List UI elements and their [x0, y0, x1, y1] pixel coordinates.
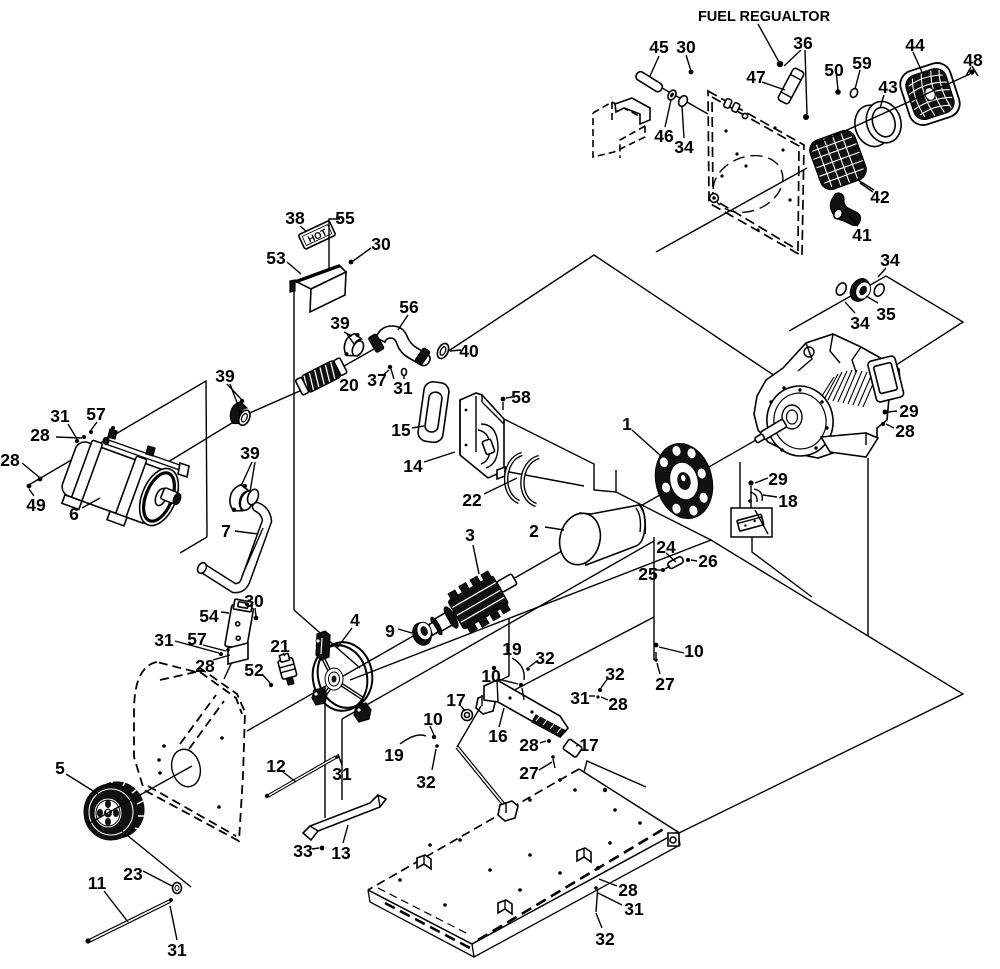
svg-text:17: 17 [579, 735, 598, 755]
svg-text:17: 17 [446, 690, 465, 710]
svg-text:59: 59 [852, 53, 872, 73]
svg-text:52: 52 [244, 660, 264, 680]
svg-text:28: 28 [519, 735, 539, 755]
svg-text:19: 19 [502, 639, 522, 659]
svg-text:22: 22 [462, 490, 482, 510]
svg-text:28: 28 [618, 880, 638, 900]
svg-text:37: 37 [367, 370, 386, 390]
svg-text:33: 33 [293, 841, 313, 861]
svg-text:32: 32 [416, 772, 436, 792]
svg-text:28: 28 [608, 694, 628, 714]
svg-text:31: 31 [154, 630, 174, 650]
svg-text:28: 28 [195, 656, 215, 676]
svg-text:15: 15 [391, 420, 411, 440]
svg-text:39: 39 [240, 443, 260, 463]
svg-text:23: 23 [123, 864, 143, 884]
svg-text:FUEL REGUALTOR: FUEL REGUALTOR [698, 9, 831, 25]
svg-text:43: 43 [878, 77, 898, 97]
svg-text:44: 44 [905, 35, 925, 55]
svg-text:28: 28 [0, 450, 20, 470]
svg-text:4: 4 [350, 610, 360, 630]
svg-text:58: 58 [511, 387, 531, 407]
svg-text:28: 28 [895, 421, 915, 441]
svg-text:42: 42 [870, 187, 890, 207]
svg-text:38: 38 [285, 208, 305, 228]
svg-text:45: 45 [649, 37, 669, 57]
svg-text:13: 13 [331, 843, 351, 863]
svg-text:27: 27 [519, 763, 538, 783]
svg-text:28: 28 [30, 425, 50, 445]
svg-text:57: 57 [86, 404, 105, 424]
svg-text:47: 47 [746, 67, 765, 87]
svg-text:56: 56 [399, 297, 419, 317]
svg-text:50: 50 [824, 60, 844, 80]
svg-text:30: 30 [676, 37, 696, 57]
svg-text:18: 18 [778, 491, 798, 511]
svg-text:31: 31 [167, 940, 187, 960]
svg-text:11: 11 [88, 873, 107, 893]
svg-text:24: 24 [656, 537, 676, 557]
svg-text:35: 35 [876, 304, 896, 324]
svg-text:46: 46 [654, 126, 674, 146]
svg-text:21: 21 [270, 636, 290, 656]
svg-text:40: 40 [459, 341, 479, 361]
svg-text:30: 30 [371, 234, 391, 254]
svg-text:10: 10 [423, 709, 443, 729]
svg-text:19: 19 [384, 745, 404, 765]
svg-text:49: 49 [26, 495, 46, 515]
svg-text:30: 30 [244, 591, 264, 611]
svg-text:25: 25 [638, 564, 658, 584]
svg-text:39: 39 [330, 313, 350, 333]
svg-text:2: 2 [529, 521, 539, 541]
svg-text:31: 31 [50, 406, 70, 426]
svg-text:20: 20 [339, 375, 359, 395]
svg-text:48: 48 [963, 50, 983, 70]
svg-text:39: 39 [215, 366, 235, 386]
svg-text:57: 57 [187, 629, 206, 649]
svg-text:27: 27 [655, 674, 674, 694]
svg-text:55: 55 [335, 208, 355, 228]
svg-text:32: 32 [595, 929, 615, 949]
svg-text:53: 53 [266, 248, 286, 268]
svg-text:26: 26 [698, 551, 718, 571]
svg-text:12: 12 [266, 756, 286, 776]
svg-text:29: 29 [768, 469, 788, 489]
svg-text:34: 34 [850, 313, 870, 333]
svg-text:7: 7 [221, 521, 231, 541]
svg-text:29: 29 [899, 401, 919, 421]
svg-text:10: 10 [481, 666, 501, 686]
svg-text:31: 31 [570, 688, 590, 708]
svg-text:3: 3 [465, 525, 475, 545]
svg-text:5: 5 [55, 758, 65, 778]
svg-text:14: 14 [403, 456, 423, 476]
svg-text:6: 6 [69, 504, 79, 524]
svg-text:16: 16 [488, 726, 508, 746]
svg-text:36: 36 [793, 33, 813, 53]
svg-text:31: 31 [393, 378, 413, 398]
svg-text:10: 10 [684, 641, 704, 661]
svg-text:32: 32 [605, 664, 625, 684]
svg-text:34: 34 [880, 250, 900, 270]
svg-text:32: 32 [535, 648, 555, 668]
svg-text:34: 34 [674, 137, 694, 157]
svg-text:9: 9 [385, 621, 395, 641]
svg-text:31: 31 [332, 764, 352, 784]
svg-text:54: 54 [199, 606, 219, 626]
svg-text:41: 41 [852, 225, 872, 245]
svg-text:1: 1 [622, 414, 632, 434]
svg-text:31: 31 [624, 899, 644, 919]
